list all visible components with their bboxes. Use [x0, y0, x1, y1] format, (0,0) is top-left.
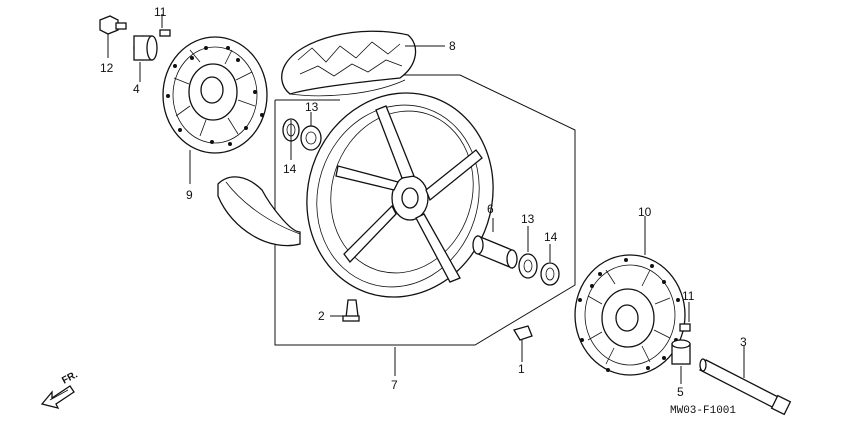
- front-direction-arrow: [40, 385, 75, 409]
- tire-valve: [342, 299, 360, 322]
- callout-10: 10: [638, 205, 652, 219]
- direction-label: FR.: [60, 369, 80, 386]
- right-brake-disc: [574, 254, 686, 376]
- drawing-code: MW03-F1001: [670, 405, 736, 417]
- disc-bolt-left: [99, 15, 127, 58]
- callout-5: 5: [677, 385, 684, 399]
- callout-11-upper: 11: [154, 5, 167, 19]
- screw-left: [159, 14, 171, 37]
- callout-1: 1: [518, 362, 525, 376]
- assembly-outline: [274, 74, 576, 346]
- distance-collar: [472, 235, 518, 269]
- callout-14-left: 14: [283, 162, 297, 176]
- callout-3: 3: [740, 335, 747, 349]
- tire: [281, 30, 417, 97]
- left-bearing: [300, 125, 322, 151]
- callout-9: 9: [186, 188, 193, 202]
- right-bearing: [518, 253, 538, 279]
- callout-13-right: 13: [521, 212, 535, 226]
- leader-lines: [189, 112, 646, 376]
- callout-8: 8: [449, 39, 456, 53]
- callout-2: 2: [318, 309, 325, 323]
- collar-right: [671, 339, 691, 384]
- sensor-clip: [513, 325, 533, 341]
- callout-11-lower: 11: [682, 289, 695, 303]
- collar-left: [133, 35, 158, 82]
- callout-13-left: 13: [305, 100, 319, 114]
- wheel-rim: [306, 92, 494, 298]
- screw-right: [679, 302, 691, 332]
- callout-6: 6: [487, 202, 494, 216]
- rim-band: [217, 176, 301, 247]
- right-dust-seal: [540, 262, 560, 286]
- front-axle: [699, 346, 792, 416]
- left-brake-disc: [162, 36, 268, 154]
- callout-14-right: 14: [544, 230, 558, 244]
- callout-12: 12: [100, 61, 114, 75]
- callout-4: 4: [133, 82, 140, 96]
- callout-7: 7: [391, 378, 398, 392]
